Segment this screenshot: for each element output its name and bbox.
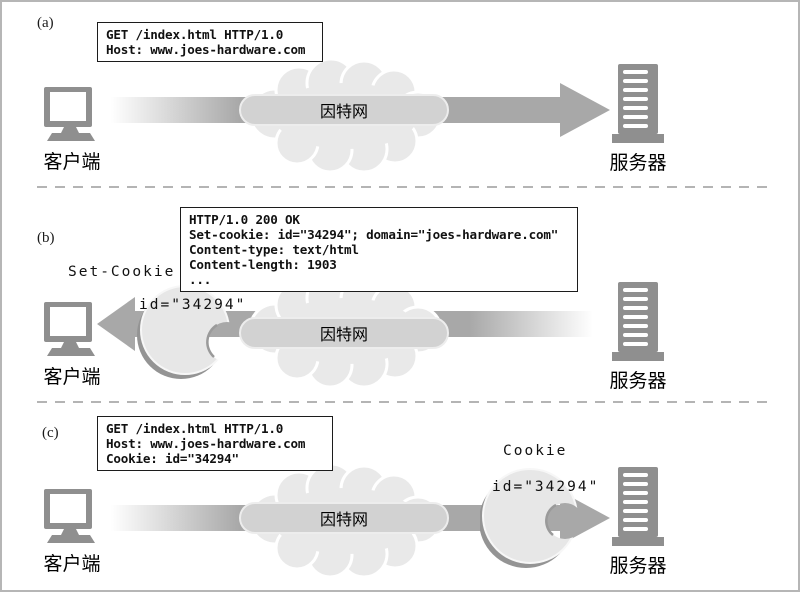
- server-icon: [612, 467, 664, 546]
- http-message-line: Cookie: id="34294": [106, 451, 239, 466]
- client-computer-icon: [44, 87, 95, 141]
- panel-label-b: (b): [37, 230, 55, 246]
- client-label: 客户端: [43, 554, 101, 575]
- internet-label: 因特网: [319, 104, 368, 121]
- internet-label: 因特网: [319, 327, 368, 344]
- cookie-icon: [137, 285, 230, 379]
- panel-label-a: (a): [37, 15, 54, 31]
- client-label: 客户端: [43, 367, 101, 388]
- cookie-id-text: id="34294": [139, 297, 247, 313]
- server-label: 服务器: [609, 153, 667, 174]
- panel-separator: [37, 401, 772, 403]
- http-message-line: Host: www.joes-hardware.com: [106, 436, 306, 451]
- http-message-line: GET /index.html HTTP/1.0: [106, 27, 284, 42]
- http-message-line: Content-type: text/html: [189, 242, 359, 257]
- set-cookie-annotation: Set-Cookie: [68, 264, 176, 280]
- panel-separator: [37, 186, 772, 188]
- server-icon: [612, 64, 664, 143]
- internet-band: 因特网: [239, 502, 449, 534]
- http-request-box-a: GET /index.html HTTP/1.0 Host: www.joes-…: [97, 22, 323, 62]
- internet-band: 因特网: [239, 317, 449, 349]
- internet-label: 因特网: [319, 512, 368, 529]
- server-label: 服务器: [609, 556, 667, 577]
- panel-label-c: (c): [42, 425, 59, 441]
- cookie-id-text: id="34294": [492, 479, 600, 495]
- client-computer-icon: [44, 302, 95, 356]
- cookie-annotation: Cookie: [503, 443, 568, 459]
- http-response-box-b: HTTP/1.0 200 OK Set-cookie: id="34294"; …: [180, 207, 578, 292]
- http-request-box-c: GET /index.html HTTP/1.0 Host: www.joes-…: [97, 416, 333, 471]
- client-computer-icon: [44, 489, 95, 543]
- http-message-line: ...: [189, 272, 212, 287]
- server-icon: [612, 282, 664, 361]
- cookie-icon: [480, 468, 578, 568]
- http-message-line: HTTP/1.0 200 OK: [189, 212, 300, 227]
- client-label: 客户端: [43, 152, 101, 173]
- http-message-line: Content-length: 1903: [189, 257, 337, 272]
- server-label: 服务器: [609, 371, 667, 392]
- http-message-line: GET /index.html HTTP/1.0: [106, 421, 284, 436]
- http-message-line: Set-cookie: id="34294"; domain="joes-har…: [189, 227, 559, 242]
- http-message-line: Host: www.joes-hardware.com: [106, 42, 306, 57]
- internet-band: 因特网: [239, 94, 449, 126]
